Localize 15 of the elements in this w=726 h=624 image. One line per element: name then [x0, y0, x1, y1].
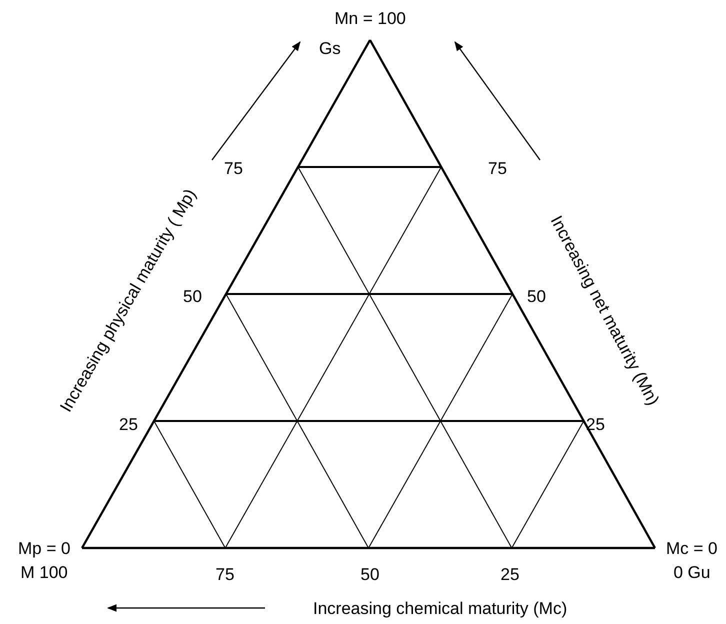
tick-label: 50	[360, 566, 380, 582]
tick-label: 25	[500, 566, 520, 582]
tick-label: 25	[119, 416, 138, 432]
tick-label: 50	[183, 288, 202, 304]
tick-label: 75	[224, 160, 243, 176]
tick-label: 75	[488, 160, 507, 176]
vertex-label: Mc = 0	[666, 540, 718, 556]
vertex-label: Gs	[319, 40, 341, 56]
vertex-label: Mp = 0	[18, 540, 70, 556]
tick-label: 50	[527, 288, 546, 304]
axis-label: Increasing chemical maturity (Mc)	[313, 600, 568, 616]
vertex-label: Mn = 100	[334, 10, 406, 26]
vertex-label: M 100	[20, 564, 68, 580]
tick-label: 75	[216, 566, 234, 582]
vertex-label: 0 Gu	[674, 564, 710, 580]
